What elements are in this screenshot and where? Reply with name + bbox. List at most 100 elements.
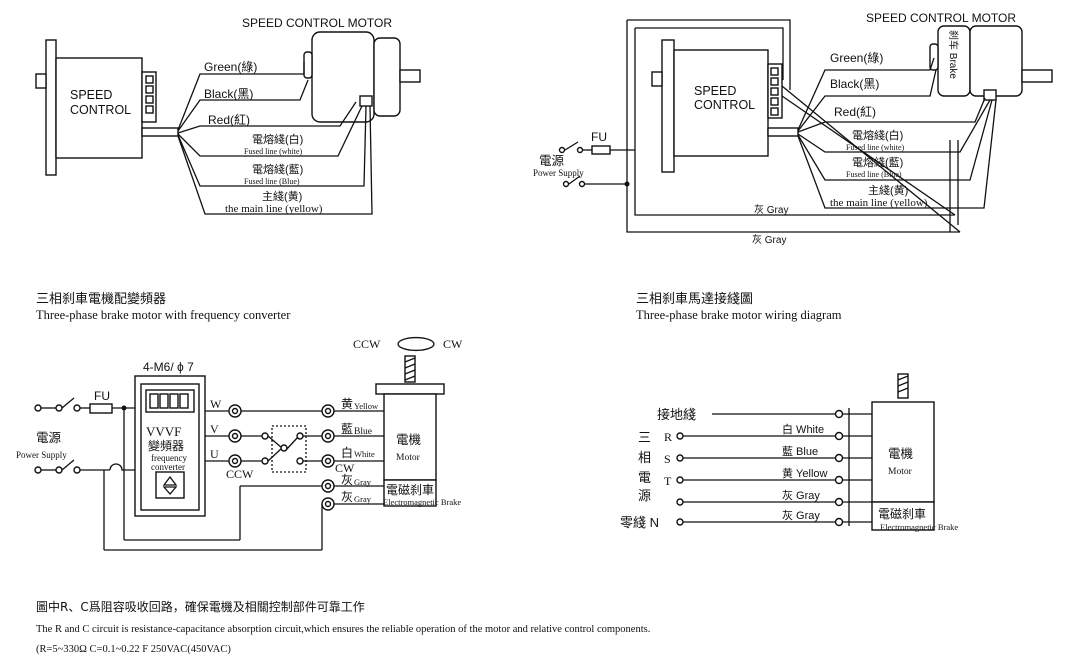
motor-label-en: Motor [396,453,421,463]
brake-label-zh: 電磁刹車 [386,482,434,497]
label-white-zh: 白 [341,445,353,460]
label-s: S [664,452,671,466]
motor-label-zh: 電機 [396,432,422,447]
wire-red [177,101,357,134]
label-power-en: Power Supply [533,168,584,178]
vvvf-label-3: frequency [151,453,187,463]
caption-right-zh: 三相刹車馬達接綫圖 [636,292,754,307]
label-fu: FU [591,130,607,144]
label-blue-en: Blue [354,427,372,437]
label-neutral: 零綫 N [620,515,659,530]
label-power-en: Power Supply [16,450,67,460]
wire-gray-diag-1 [781,85,961,233]
power-supply-switch [558,141,635,188]
note-en: The R and C circuit is resistance-capaci… [36,624,651,635]
updown-arrow-icon [162,475,178,495]
controller-label-2: CONTROL [70,103,131,117]
motor-gear-head [969,25,1023,97]
label-red: Red(紅) [208,113,250,127]
label-blue-zh: 藍 [341,422,353,436]
controller-label-1: SPEED [694,84,736,98]
label-green: Green(綠) [204,60,257,74]
label-yellow: 黄 Yellow [782,466,828,480]
wire-green [797,57,935,131]
label-black: Black(黑) [204,87,253,101]
motor-terminal-circles [834,409,872,527]
label-gray-zh-1: 灰 [341,473,353,487]
label-ccw-top: CCW [353,337,381,351]
label-main-zh: 主綫(黄) [868,183,908,197]
caption-left-en: Three-phase brake motor with frequency c… [36,308,291,322]
wire-fused-white [797,99,991,153]
motor-terminal-cap [303,51,313,79]
note-values: (R=5~330Ω C=0.1~0.22 F 250VAC(450VAC) [36,644,231,655]
caption-right-en: Three-phase brake motor wiring diagram [636,308,842,322]
wire-fused-white [177,105,363,157]
label-ground: 接地綫 [657,407,696,422]
label-gray-1: 灰 Gray [782,488,820,502]
outer-wire-left [626,20,960,233]
label-fu: FU [94,389,110,403]
motor-title: SPEED CONTROL MOTOR [866,11,1016,25]
brake-section [871,501,935,531]
label-three-phase-1: 三 [638,430,651,445]
vvvf-label-4: converter [151,462,185,472]
wire-black [177,79,309,132]
label-three-phase-2: 相 [638,450,651,465]
controller-plate [45,39,57,176]
brake-label: 刹车 Brake [947,30,960,79]
brake-label-en: Electromagnetic Brake [880,522,958,532]
terminal-screws [770,67,779,116]
label-fused-white-zh: 電熔綫(白) [852,128,903,142]
wire-main-yellow [177,105,373,215]
label-gray-2: 灰 Gray [782,508,820,522]
diagram-speed-control-brake-motor: SPEED CONTROL SPEED CONTROL MOTOR 刹车 Bra… [533,11,1053,246]
brake-section [383,479,437,507]
label-gray-zh-2: 灰 [341,490,353,504]
label-power-zh: 電源 [36,431,62,445]
label-fused-blue-en: Fused line (Blue) [846,170,902,179]
diagram-frequency-converter: CCW CW 電機 Motor 電磁刹車 Electromagnetic Bra… [16,336,463,551]
label-fused-blue-en: Fused line (Blue) [244,177,300,186]
label-fused-blue-zh: 電熔綫(藍) [252,162,303,176]
diagram-three-phase-wiring: 電機 Motor 電磁刹車 Electromagnetic Brake 接地綫 … [620,373,958,532]
brake-label-zh: 電磁刹車 [878,506,926,521]
outer-wire-top [627,19,791,90]
motor-shaft [399,69,421,83]
label-main-en: the main line (yellow) [830,197,928,209]
motor-fuse-terminal [983,89,997,101]
label-gray-2: 灰 Gray [752,233,786,246]
label-fused-white-en: Fused line (white) [244,147,303,156]
label-fused-white-en: Fused line (white) [846,143,905,152]
label-mount: 4-M6/ ϕ 7 [143,360,194,374]
label-red: Red(紅) [834,105,876,119]
vvvf-digits [149,393,189,409]
wire-red [797,97,986,133]
speed-controller-box [673,49,769,157]
rotation-arrow-icon [397,343,435,352]
label-gray-en-2: Gray [354,494,372,504]
label-main-en: the main line (yellow) [225,203,323,215]
wire-fused-blue [177,105,367,187]
label-black: Black(黑) [830,77,879,91]
label-cw: CW [335,461,355,475]
direction-switch [261,425,322,473]
label-t: T [664,474,672,488]
label-white-en: White [354,449,375,459]
cable-bundle [767,127,799,137]
motor-gear-head [373,37,401,117]
label-fused-white-zh: 電熔綫(白) [252,132,303,146]
motor-body [311,31,375,123]
label-blue: 藍 Blue [782,445,818,458]
controller-label-2: CONTROL [694,98,755,112]
motor-body [871,401,935,503]
motor-shaft [1021,69,1053,83]
label-u: U [210,447,219,461]
motor-flange [375,383,445,395]
controller-plate [661,39,675,173]
controller-knob [35,73,47,89]
label-three-phase-4: 源 [638,488,651,503]
controller-label-1: SPEED [70,88,112,102]
motor-label-zh: 電機 [888,446,914,461]
label-green: Green(綠) [830,51,883,65]
